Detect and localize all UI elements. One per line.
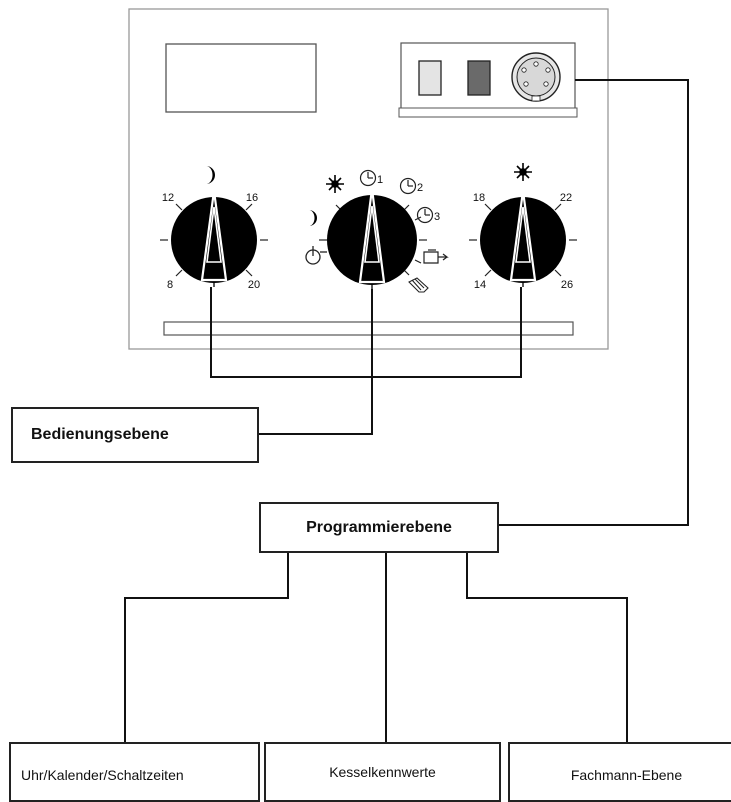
dial-left-tick-12: 12 xyxy=(162,192,174,204)
uhr-kalender-schaltzeiten-label: Uhr/Kalender/Schaltzeiten xyxy=(21,767,184,783)
programmierebene-box: Programmierebene xyxy=(259,502,499,553)
connector-module xyxy=(398,42,578,118)
clock-icon xyxy=(359,169,377,187)
power-icon xyxy=(305,246,327,265)
fachmann-ebene-label: Fachmann-Ebene xyxy=(570,767,683,783)
panel-slot xyxy=(163,321,574,336)
display-window xyxy=(165,43,317,113)
sun-icon xyxy=(326,175,344,193)
clock-program-2-label: 2 xyxy=(417,182,423,194)
indicator-light xyxy=(418,60,442,96)
hand-icon xyxy=(408,277,429,293)
dial-left-tick-8: 8 xyxy=(167,279,173,291)
dial-right-tick-22: 22 xyxy=(560,192,572,204)
left-temperature-dial[interactable] xyxy=(160,190,268,287)
clock-program-3-label: 3 xyxy=(434,211,440,223)
indicator-dark xyxy=(467,60,491,96)
sun-icon xyxy=(514,163,532,181)
bedienungsebene-box: Bedienungsebene xyxy=(11,407,259,463)
clock-icon xyxy=(399,177,417,195)
dial-right-tick-14: 14 xyxy=(474,279,486,291)
hot-water-icon xyxy=(423,249,449,264)
bedienungsebene-label: Bedienungsebene xyxy=(31,426,169,443)
kesselkennwerte-box: Kesselkennwerte xyxy=(264,742,501,802)
right-temperature-dial[interactable] xyxy=(469,190,577,287)
dial-right-tick-26: 26 xyxy=(561,279,573,291)
service-socket[interactable] xyxy=(511,52,561,102)
kesselkennwerte-label: Kesselkennwerte xyxy=(329,764,436,780)
moon-icon xyxy=(206,166,215,184)
programmierebene-label: Programmierebene xyxy=(306,518,452,536)
dial-right-tick-18: 18 xyxy=(473,192,485,204)
dial-left-tick-16: 16 xyxy=(246,192,258,204)
dial-left-tick-20: 20 xyxy=(248,279,260,291)
connector-lines xyxy=(124,79,689,743)
uhr-kalender-schaltzeiten-box: Uhr/Kalender/Schaltzeiten xyxy=(9,742,260,802)
moon-icon xyxy=(309,210,317,226)
program-mode-dial[interactable] xyxy=(319,188,427,289)
clock-icon xyxy=(416,206,434,224)
fachmann-ebene-box: Fachmann-Ebene xyxy=(508,742,731,802)
clock-program-1-label: 1 xyxy=(377,174,383,186)
